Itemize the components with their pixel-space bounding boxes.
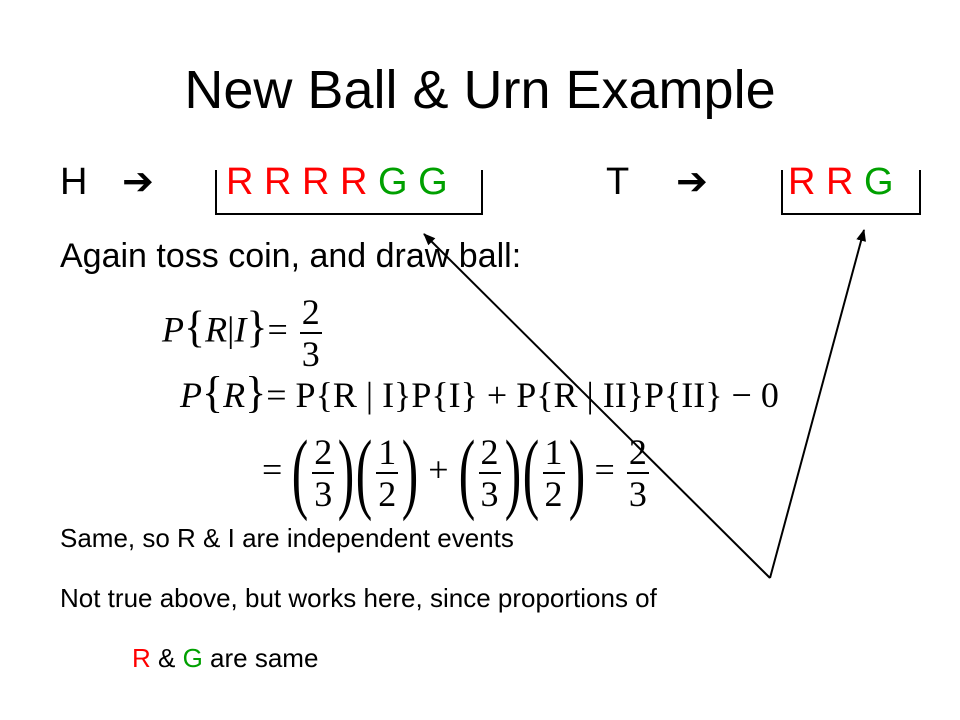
note-g: G [182, 643, 203, 673]
note-amp: & [150, 643, 183, 673]
note-proportions: R & G are same [132, 642, 318, 674]
tails-red-balls: R R [788, 161, 854, 203]
eq-symbol: R [223, 375, 246, 415]
heads-red-balls: R R R R [226, 161, 368, 203]
heads-label: H [60, 161, 88, 203]
note-r: R [132, 643, 151, 673]
eq-symbol: P [162, 309, 184, 350]
eq-symbol: + [428, 449, 449, 490]
eq-symbol: = [262, 449, 283, 490]
eq-symbol: = [267, 309, 288, 350]
eq-symbol: | [227, 309, 235, 350]
note-not-true: Not true above, but works here, since pr… [60, 583, 657, 613]
tails-green-balls: G [864, 161, 894, 203]
arrow-right-icon: ➔ [676, 161, 708, 203]
tails-urn-balls: R R G [788, 160, 894, 204]
heads-green-balls: G G [378, 161, 448, 203]
eq-symbol: = [594, 449, 615, 490]
instruction-text: Again toss coin, and draw ball: [60, 237, 522, 275]
eq-symbol: P [180, 375, 202, 415]
arrow-right-icon: ➔ [122, 161, 154, 203]
note-same: Same, so R & I are independent events [60, 523, 514, 553]
eq-symbol: R [205, 309, 228, 350]
eq-symbol: I [234, 309, 247, 350]
total-probability-equation: P{R}= P{R | I}P{I} + P{R | II}P{II} − 0 [180, 368, 779, 417]
eq-expression: = P{R | I}P{I} + P{R | II}P{II} − 0 [266, 375, 779, 415]
note-are-same: are same [202, 643, 319, 673]
tails-label: T [606, 161, 630, 203]
arrow-to-tails-urn [769, 229, 866, 579]
slide-title: New Ball & Urn Example [184, 60, 776, 120]
heads-urn-balls: R R R R G G [226, 160, 448, 204]
